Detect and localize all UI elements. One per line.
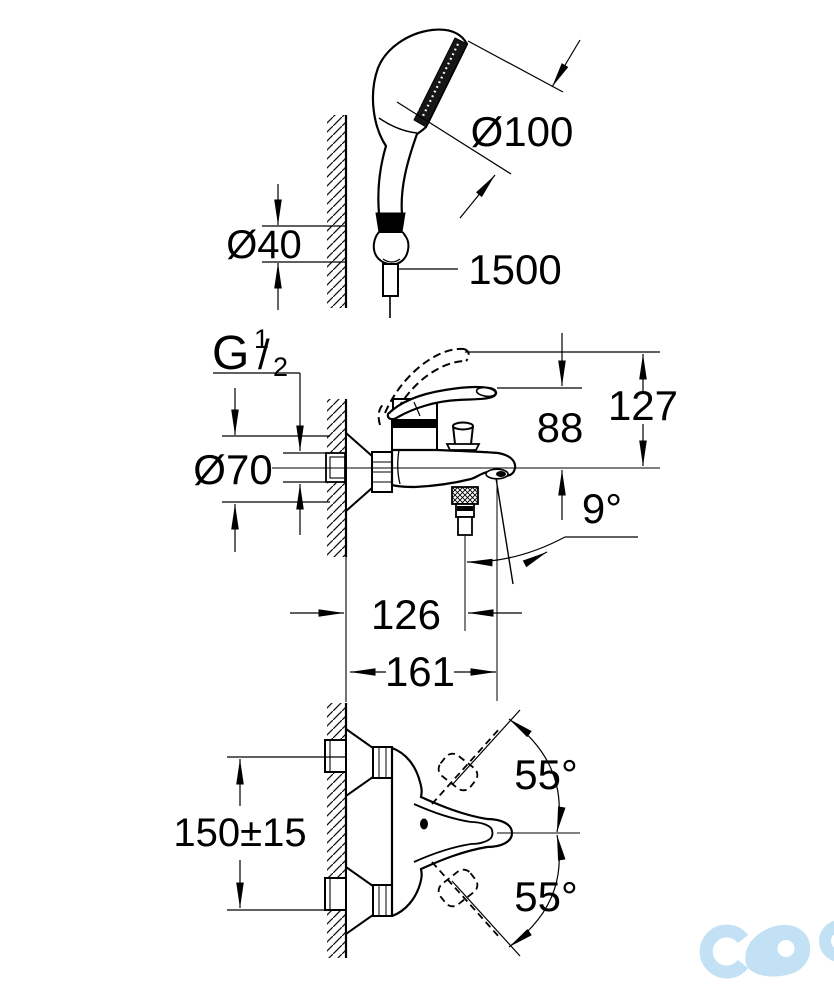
mixer-front-view bbox=[324, 727, 580, 939]
dimension-depths bbox=[290, 609, 522, 676]
hand-shower bbox=[371, 28, 469, 318]
mounting-nut-lower bbox=[324, 877, 347, 911]
dim-lever-swing-lower: 55° bbox=[514, 873, 578, 920]
dim-lever-swing-upper: 55° bbox=[514, 751, 578, 798]
mounting-nut-upper bbox=[324, 739, 347, 773]
mixer-side-view bbox=[272, 347, 660, 701]
dimension-head-diameter bbox=[396, 39, 581, 219]
mixer-body bbox=[391, 426, 438, 451]
logo-edge-glyph bbox=[819, 920, 834, 962]
dim-height-lever-raised: 127 bbox=[608, 382, 678, 429]
thread-label-g: G bbox=[212, 327, 249, 380]
shower-hose-connector bbox=[451, 486, 479, 536]
thread-callout: G 1 / 2 bbox=[212, 324, 326, 535]
aerator bbox=[485, 468, 509, 480]
lever-base-line bbox=[413, 401, 421, 417]
connector-front-upper bbox=[372, 746, 393, 779]
logo-d-shape bbox=[745, 924, 811, 977]
union-nut bbox=[371, 451, 393, 493]
dimension-spout-angle bbox=[466, 536, 638, 568]
dim-wall-to-hose-outlet: 126 bbox=[371, 591, 441, 638]
body-front bbox=[390, 746, 514, 918]
connector-front-lower bbox=[372, 884, 393, 917]
thread-label-denominator: 2 bbox=[273, 352, 288, 382]
thread-label-numerator: 1 bbox=[254, 324, 269, 354]
diverter-knob bbox=[445, 421, 481, 451]
dim-escutcheon-diameter: Ø70 bbox=[193, 446, 272, 493]
dim-hose-length: 1500 bbox=[468, 246, 561, 293]
holder-contour-line bbox=[382, 258, 401, 263]
dimension-lever-swing bbox=[451, 709, 566, 957]
dimension-escutcheon-diameter bbox=[222, 388, 330, 552]
logo-c-shape bbox=[699, 924, 749, 979]
diverter-dashed-lower bbox=[431, 861, 501, 939]
shower-hose-nipple bbox=[382, 263, 399, 297]
wall-hatching-middle bbox=[327, 399, 348, 702]
shop-logo-watermark bbox=[699, 920, 834, 981]
wall-hatching-top bbox=[327, 115, 348, 308]
dim-connection-distance: 150±15 bbox=[173, 811, 306, 855]
diverter-dashed-upper bbox=[431, 727, 501, 805]
dim-height-lever: 88 bbox=[537, 404, 584, 451]
shower-wall-holder bbox=[372, 231, 410, 266]
dim-head-diameter: Ø100 bbox=[471, 108, 574, 155]
dimension-connection-distance bbox=[227, 756, 347, 911]
shower-wall-holder-clamp bbox=[375, 212, 406, 233]
thread-label-slash: / bbox=[258, 331, 270, 378]
dimension-holder-diameter bbox=[262, 184, 346, 310]
head-contour-line bbox=[378, 117, 418, 134]
escutcheon-front-upper bbox=[345, 727, 374, 798]
body-contour bbox=[396, 449, 401, 485]
dim-spout-angle: 9° bbox=[582, 485, 622, 532]
lever-tip bbox=[475, 386, 497, 398]
escutcheon-cone bbox=[345, 430, 373, 514]
spout-angle-line bbox=[495, 477, 514, 585]
escutcheon-front-lower bbox=[345, 865, 374, 936]
lever-indicator-dot bbox=[420, 818, 428, 830]
dim-holder-diameter: Ø40 bbox=[226, 223, 302, 267]
body-seam-band bbox=[391, 420, 438, 427]
dim-wall-to-spout-tip: 161 bbox=[385, 648, 455, 695]
dimension-heights bbox=[465, 333, 660, 520]
